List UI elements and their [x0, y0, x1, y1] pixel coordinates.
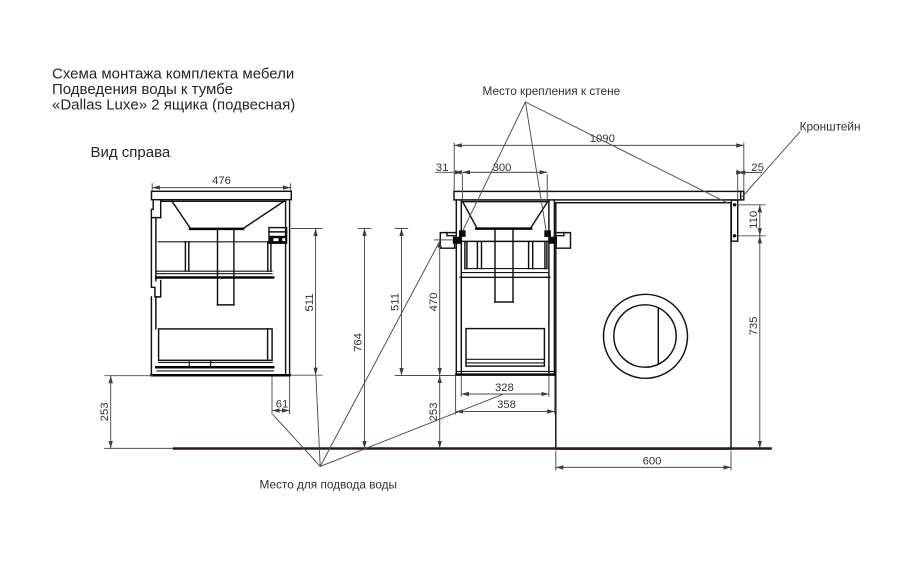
side-back-wall: [284, 198, 291, 376]
dim-61: 61: [271, 376, 291, 415]
dim-600: 600: [555, 450, 732, 471]
annotation-wall-mount: Место крепления к стене: [462, 84, 728, 232]
dim-label-1090: 1090: [590, 133, 615, 145]
front-view-drawing: [439, 190, 745, 376]
side-upper-drawer: [154, 241, 275, 279]
line-segment: [170, 200, 192, 231]
line-segment: [524, 101, 547, 232]
bracket-screw-top: [732, 203, 737, 207]
outline-segment: [150, 208, 162, 219]
line-segment: [319, 393, 503, 467]
front-lower-drawer: [465, 327, 546, 367]
dim-511-front: 511: [390, 228, 404, 376]
dim-328: 328: [460, 376, 550, 397]
title-block: Схема монтажа комплекта мебели Подведени…: [52, 66, 295, 162]
annotation-bracket: Кронштейн: [742, 120, 861, 197]
dim-735: 735: [748, 235, 762, 449]
dim-label-253-right: 253: [428, 403, 440, 422]
dim-511-side: 511: [304, 228, 318, 376]
outline-segment: [446, 231, 457, 237]
line-segment: [315, 375, 321, 467]
dim-label-476: 476: [212, 175, 231, 187]
outline-segment: [553, 231, 565, 237]
annotation-water-supply: Место для подвода воды: [260, 240, 503, 492]
side-view-label: Вид справа: [91, 144, 171, 161]
dim-31-300: 31 300: [435, 162, 548, 202]
title-line-3: «Dallas Luxe» 2 ящика (подвесная): [52, 97, 295, 114]
dim-label-61: 61: [276, 399, 289, 411]
dim-358: 358: [455, 376, 556, 415]
front-sink-basin: [461, 200, 549, 230]
dim-476: 476: [151, 175, 292, 191]
dim-110: 110: [736, 204, 766, 237]
front-hook-right: [548, 231, 572, 249]
rect-shape: [268, 226, 288, 244]
rect-shape: [452, 236, 462, 244]
dim-label-735: 735: [748, 317, 760, 336]
side-drain-pipe: [216, 228, 235, 306]
front-mount-dot-left: [459, 230, 466, 237]
line-segment: [462, 101, 526, 231]
rect-shape: [730, 199, 739, 242]
wall-mount-label: Место крепления к стене: [483, 84, 621, 98]
water-supply-label: Место для подвода воды: [260, 478, 398, 492]
dim-label-25: 25: [751, 162, 764, 174]
line-segment: [272, 414, 321, 467]
bracket-label: Кронштейн: [800, 120, 861, 134]
dim-label-764: 764: [353, 333, 365, 352]
bracket-screw-bottom: [732, 234, 737, 238]
line-segment: [742, 131, 801, 197]
dim-label-328: 328: [495, 382, 514, 394]
line-segment: [524, 101, 728, 204]
side-lower-drawer: [154, 328, 275, 372]
dim-label-253-left: 253: [99, 402, 111, 421]
rect-shape: [157, 328, 273, 362]
front-countertop: [453, 190, 745, 201]
dim-label-110: 110: [748, 211, 760, 229]
dim-253-right: 253: [428, 375, 442, 449]
side-sink-basin: [170, 200, 286, 231]
rect-shape: [548, 236, 557, 244]
side-front-wall: [150, 198, 162, 376]
washing-machine: [555, 201, 732, 450]
side-view-drawing: [150, 190, 293, 377]
dim-label-470: 470: [428, 293, 440, 312]
front-hook-left: [439, 231, 462, 249]
rect-shape: [282, 238, 286, 242]
wall-bracket: [730, 199, 739, 242]
dim-label-358: 358: [497, 399, 516, 411]
front-upper-drawer: [459, 240, 551, 279]
side-countertop: [150, 190, 293, 201]
dim-253-left: 253: [99, 375, 153, 449]
washing-machine-door-outer: [602, 293, 689, 380]
rect-shape: [273, 238, 279, 242]
line-segment: [461, 200, 479, 230]
front-mount-dot-right: [544, 230, 551, 237]
washing-machine-door-inner: [613, 304, 677, 368]
dim-470: 470: [428, 239, 453, 376]
line-segment: [529, 200, 549, 230]
dim-764: 764: [353, 228, 367, 449]
title-line-2: Подведения воды к тумбе: [52, 81, 233, 98]
dim-label-511-side: 511: [304, 293, 316, 311]
rect-shape: [465, 327, 546, 367]
dim-label-31: 31: [436, 162, 449, 174]
dim-label-600: 600: [643, 455, 662, 467]
outline-segment: [150, 279, 162, 298]
dim-label-511-front: 511: [390, 293, 402, 311]
front-cabinet-walls: [455, 199, 556, 376]
washing-machine-body: [555, 201, 732, 450]
dim-label-300: 300: [493, 162, 512, 174]
line-segment: [241, 200, 286, 231]
dim-25: 25: [736, 162, 764, 200]
dim-1090: 1090: [453, 133, 745, 191]
line-segment: [319, 240, 441, 467]
title-line-1: Схема монтажа комплекта мебели: [52, 66, 294, 83]
side-wall-bracket: [268, 226, 288, 244]
